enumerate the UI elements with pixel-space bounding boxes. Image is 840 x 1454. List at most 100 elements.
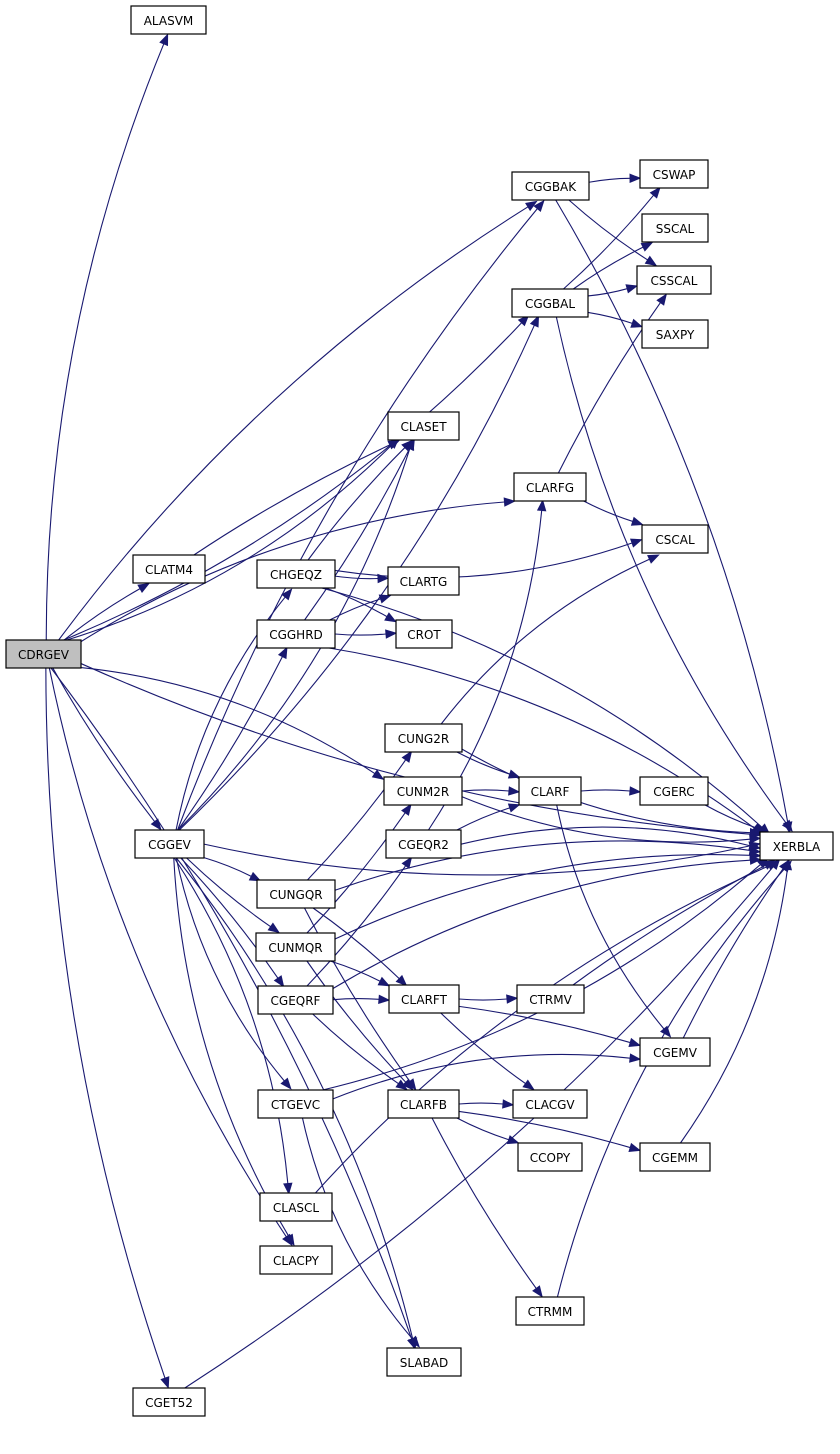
node-box[interactable] [256, 559, 336, 589]
edge-cggbak-to-csscal [568, 199, 658, 267]
node-box[interactable] [386, 1347, 462, 1377]
node-box[interactable] [639, 1037, 711, 1067]
node-cungqr[interactable]: CUNGQR [256, 879, 336, 909]
node-box[interactable] [130, 5, 207, 35]
arrowhead-icon [281, 588, 293, 601]
node-clarfb[interactable]: CLARFB [387, 1089, 460, 1119]
edge-clarfb-to-ctrmm [431, 1117, 543, 1298]
node-box[interactable] [759, 831, 834, 861]
node-box[interactable] [256, 879, 336, 909]
node-clatm4[interactable]: CLATM4 [132, 554, 206, 584]
arrowhead-icon [649, 186, 661, 199]
node-saxpy[interactable]: SAXPY [641, 319, 709, 349]
node-sscal[interactable]: SSCAL [641, 213, 709, 243]
node-clarf[interactable]: CLARF [518, 776, 582, 806]
node-cgeqr2[interactable]: CGEQR2 [385, 829, 462, 859]
node-cggbak[interactable]: CGGBAK [511, 171, 590, 201]
node-box[interactable] [639, 1142, 711, 1172]
edge-cunmqr-to-clarfb [306, 960, 414, 1091]
node-cunmqr[interactable]: CUNMQR [255, 932, 336, 962]
node-box[interactable] [641, 213, 709, 243]
node-box[interactable] [516, 984, 585, 1014]
node-box[interactable] [511, 171, 590, 201]
node-ctrmv[interactable]: CTRMV [516, 984, 585, 1014]
node-label: CLATM4 [145, 563, 193, 577]
node-box[interactable] [5, 639, 82, 669]
node-box[interactable] [395, 619, 453, 649]
node-cscal[interactable]: CSCAL [641, 524, 709, 554]
node-clarfg[interactable]: CLARFG [513, 472, 587, 502]
node-cgemm[interactable]: CGEMM [639, 1142, 711, 1172]
node-cgerc[interactable]: CGERC [639, 776, 709, 806]
edge-cggbal-to-cswap [563, 186, 661, 290]
node-box[interactable] [512, 1089, 588, 1119]
node-cgghrd[interactable]: CGGHRD [256, 619, 336, 649]
node-box[interactable] [636, 265, 712, 295]
node-clacpy[interactable]: CLACPY [259, 1245, 333, 1275]
node-box[interactable] [639, 776, 709, 806]
node-cggbal[interactable]: CGGBAL [511, 288, 589, 318]
node-box[interactable] [385, 829, 462, 859]
node-ctgevc[interactable]: CTGEVC [257, 1089, 334, 1119]
node-box[interactable] [257, 985, 334, 1015]
node-label: CUNMQR [268, 941, 322, 955]
node-cswap[interactable]: CSWAP [639, 159, 709, 189]
node-cggev[interactable]: CGGEV [134, 829, 205, 859]
node-cget52[interactable]: CGET52 [132, 1387, 206, 1417]
node-clartg[interactable]: CLARTG [387, 566, 460, 596]
node-box[interactable] [134, 829, 205, 859]
node-clascl[interactable]: CLASCL [259, 1192, 333, 1222]
edge-line [680, 869, 788, 1144]
node-box[interactable] [641, 524, 709, 554]
node-box[interactable] [641, 319, 709, 349]
node-box[interactable] [387, 1089, 460, 1119]
node-label: SLABAD [400, 1356, 448, 1370]
node-box[interactable] [513, 472, 587, 502]
node-slabad[interactable]: SLABAD [386, 1347, 462, 1377]
node-clacgv[interactable]: CLACGV [512, 1089, 588, 1119]
node-label: CLARF [531, 785, 570, 799]
node-box[interactable] [517, 1142, 583, 1172]
node-box[interactable] [132, 554, 206, 584]
node-cunm2r[interactable]: CUNM2R [383, 776, 463, 806]
node-box[interactable] [383, 776, 463, 806]
node-chgeqz[interactable]: CHGEQZ [256, 559, 336, 589]
node-cgeqrf[interactable]: CGEQRF [257, 985, 334, 1015]
edge-cunm2r-to-clarf [461, 786, 521, 796]
arrowhead-icon [525, 200, 538, 212]
node-ccopy[interactable]: CCOPY [517, 1142, 583, 1172]
node-box[interactable] [257, 1089, 334, 1119]
node-claset[interactable]: CLASET [387, 411, 460, 441]
node-cung2r[interactable]: CUNG2R [384, 723, 463, 753]
edge-line [45, 667, 166, 1379]
node-box[interactable] [255, 932, 336, 962]
node-ctrmm[interactable]: CTRMM [515, 1296, 585, 1326]
node-box[interactable] [511, 288, 589, 318]
node-xerbla[interactable]: XERBLA [759, 831, 834, 861]
edge-cgeqrf-to-xerbla [332, 855, 762, 989]
node-box[interactable] [639, 159, 709, 189]
node-cgemv[interactable]: CGEMV [639, 1037, 711, 1067]
node-box[interactable] [384, 723, 463, 753]
node-box[interactable] [259, 1192, 333, 1222]
node-box[interactable] [132, 1387, 206, 1417]
node-alasvm[interactable]: ALASVM [130, 5, 207, 35]
node-box[interactable] [259, 1245, 333, 1275]
arrowhead-icon [395, 974, 408, 987]
node-box[interactable] [388, 984, 460, 1014]
node-box[interactable] [387, 566, 460, 596]
edge-cgeqr2-to-xerbla [460, 826, 761, 851]
node-box[interactable] [515, 1296, 585, 1326]
edge-line [332, 997, 380, 1001]
node-crot[interactable]: CROT [395, 619, 453, 649]
node-csscal[interactable]: CSSCAL [636, 265, 712, 295]
node-box[interactable] [518, 776, 582, 806]
node-box[interactable] [256, 619, 336, 649]
node-label: CLASET [400, 420, 447, 434]
arrowhead-icon [507, 803, 521, 813]
edge-line [461, 796, 751, 843]
node-box[interactable] [387, 411, 460, 441]
edge-line [312, 907, 400, 980]
node-cdrgev[interactable]: CDRGEV [5, 639, 82, 669]
node-clarft[interactable]: CLARFT [388, 984, 460, 1014]
